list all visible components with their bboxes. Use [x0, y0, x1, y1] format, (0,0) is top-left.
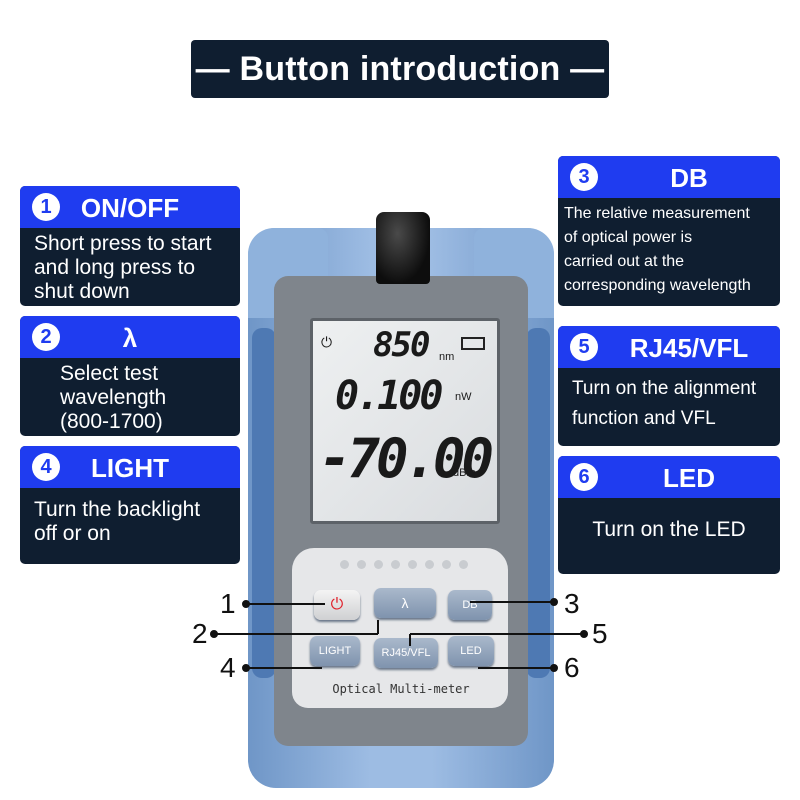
pointer-dot-5	[580, 630, 588, 638]
callout-header: 2 λ	[20, 316, 240, 358]
desc-line: (800-1700)	[60, 410, 163, 433]
led-dot	[408, 560, 417, 569]
power-readout: 0.100	[335, 373, 443, 419]
callout-number: 6	[570, 463, 598, 491]
power-button[interactable]: ⏻	[314, 590, 360, 620]
callout-lambda: 2 λ Select test wavelength (800-1700)	[20, 316, 240, 436]
pointer-dot-2	[210, 630, 218, 638]
desc-line: and long press to	[34, 256, 196, 279]
optical-power-meter: ⏻ 850 nm 0.100 nW -70.00 dBm ⏻ λ DB LIGH…	[248, 212, 554, 788]
pointer-label-5: 5	[592, 618, 608, 649]
led-dot	[425, 560, 434, 569]
fiber-connector	[376, 212, 430, 284]
desc-line: function and VFL	[572, 408, 716, 429]
led-dot	[442, 560, 451, 569]
lcd-screen: ⏻ 850 nm 0.100 nW -70.00 dBm	[310, 318, 500, 524]
callout-title: DB	[670, 163, 708, 193]
callout-description: Turn on the alignment function and VFL	[558, 368, 780, 434]
callout-title: ON/OFF	[80, 193, 180, 223]
callout-header: 5 RJ45/VFL	[558, 326, 780, 368]
power-unit: nW	[455, 391, 472, 403]
callout-number: 1	[32, 193, 60, 221]
led-dot	[340, 560, 349, 569]
callout-on-off: 1 ON/OFF Short press to start and long p…	[20, 186, 240, 306]
pointer-label-6: 6	[564, 652, 580, 683]
callout-rj45-vfl: 5 RJ45/VFL Turn on the alignment functio…	[558, 326, 780, 446]
desc-line: wavelength	[60, 386, 167, 409]
pointer-label-4: 4	[220, 652, 236, 683]
led-dot	[374, 560, 383, 569]
led-dot	[357, 560, 366, 569]
led-dot	[391, 560, 400, 569]
desc-line: The relative measurement	[564, 205, 750, 222]
indicator-leds	[340, 560, 468, 569]
callout-description: The relative measurement of optical powe…	[558, 198, 780, 298]
desc-line: Turn the backlight	[34, 498, 201, 521]
rj45-vfl-button[interactable]: RJ45/VFL	[374, 638, 438, 668]
page-title: — Button introduction —	[191, 40, 609, 98]
callout-title: RJ45/VFL	[629, 333, 749, 363]
desc-line: carried out at the	[564, 253, 685, 270]
pointer-label-2: 2	[192, 618, 208, 649]
battery-icon	[461, 337, 485, 350]
side-grip	[252, 328, 276, 678]
desc-line: Select test	[60, 362, 159, 385]
callout-number: 4	[32, 453, 60, 481]
desc-line: corresponding wavelength	[564, 277, 751, 294]
button-panel: ⏻ λ DB LIGHT RJ45/VFL LED Optical Multi-…	[292, 548, 508, 708]
callout-db: 3 DB The relative measurement of optical…	[558, 156, 780, 306]
callout-header: 6 LED	[558, 456, 780, 498]
led-dot	[459, 560, 468, 569]
callout-number: 2	[32, 323, 60, 351]
callout-title: LED	[663, 463, 715, 493]
desc-line: shut down	[34, 280, 130, 303]
callout-description: Select test wavelength (800-1700)	[20, 358, 240, 434]
desc-line: off or on	[34, 522, 111, 545]
callout-description: Turn the backlight off or on	[20, 488, 240, 546]
desc-line: Short press to start	[34, 232, 212, 255]
power-icon: ⏻	[321, 335, 333, 351]
callout-header: 3 DB	[558, 156, 780, 198]
callout-description: Short press to start and long press to s…	[20, 228, 240, 304]
callout-header: 4 LIGHT	[20, 446, 240, 488]
callout-light: 4 LIGHT Turn the backlight off or on	[20, 446, 240, 564]
callout-number: 3	[570, 163, 598, 191]
light-button[interactable]: LIGHT	[310, 636, 360, 666]
callout-header: 1 ON/OFF	[20, 186, 240, 228]
lambda-button[interactable]: λ	[374, 588, 436, 618]
callout-number: 5	[570, 333, 598, 361]
desc-line: Turn on the alignment	[572, 378, 757, 399]
callout-title: LIGHT	[91, 453, 169, 483]
callout-description: Turn on the LED	[558, 498, 780, 542]
dbm-unit: dBm	[453, 467, 476, 479]
side-grip	[526, 328, 550, 678]
callout-led: 6 LED Turn on the LED	[558, 456, 780, 574]
desc-line: of optical power is	[564, 229, 693, 246]
wavelength-readout: 850	[373, 325, 430, 365]
wavelength-unit: nm	[439, 351, 455, 363]
pointer-label-1: 1	[220, 588, 236, 619]
callout-title: λ	[122, 323, 138, 353]
db-button[interactable]: DB	[448, 590, 492, 620]
desc-line: Turn on the LED	[592, 518, 746, 541]
pointer-label-3: 3	[564, 588, 580, 619]
device-brand-label: Optical Multi-meter	[332, 682, 470, 696]
led-button[interactable]: LED	[448, 636, 494, 666]
dbm-readout: -70.00	[319, 427, 494, 490]
